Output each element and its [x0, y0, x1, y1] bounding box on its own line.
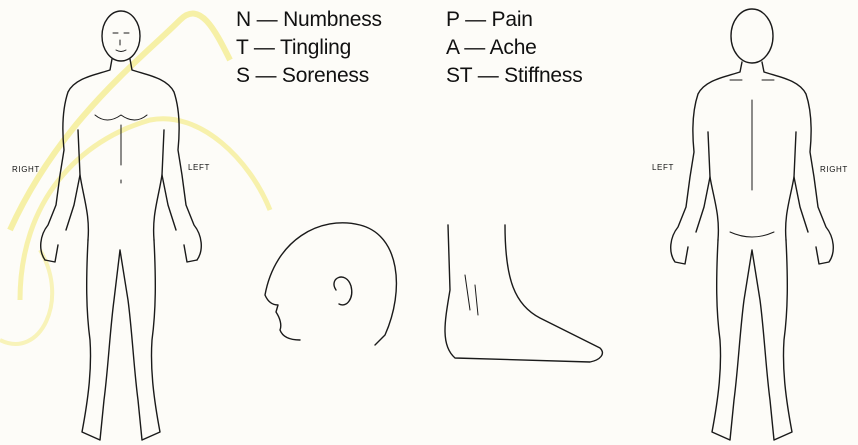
back-left-label: LEFT: [652, 163, 674, 172]
legend-item-numbness: N — Numbness: [236, 6, 382, 34]
legend-item-tingling: T — Tingling: [236, 34, 382, 62]
front-left-label: LEFT: [188, 163, 210, 172]
legend-item-pain: P — Pain: [446, 6, 583, 34]
front-right-label: RIGHT: [12, 165, 40, 174]
legend-right: P — Pain A — Ache ST — Stiffness: [446, 6, 583, 90]
legend-item-stiffness: ST — Stiffness: [446, 62, 583, 90]
legend-item-soreness: S — Soreness: [236, 62, 382, 90]
legend-item-ache: A — Ache: [446, 34, 583, 62]
legend-left: N — Numbness T — Tingling S — Soreness: [236, 6, 382, 90]
back-right-label: RIGHT: [820, 165, 848, 174]
